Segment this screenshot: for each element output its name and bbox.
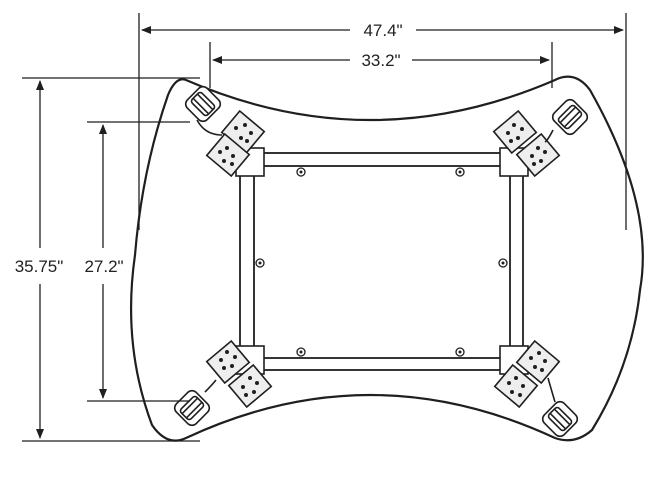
caster-icon <box>551 98 589 136</box>
overall-width-label: 47.4" <box>363 21 402 40</box>
overall-depth-label: 35.75" <box>15 257 64 276</box>
corner-assembly-top-right <box>492 98 589 178</box>
caster-icon <box>184 85 222 123</box>
corner-assembly-top-left <box>184 85 266 178</box>
mounting-plate-icon <box>205 109 266 178</box>
frame-depth-label: 27.2" <box>84 257 123 276</box>
mounting-plate-icon <box>492 109 561 178</box>
caster-icon <box>541 400 579 438</box>
dimension-lines <box>22 13 627 442</box>
corner-assembly-bottom-right <box>493 339 579 438</box>
frame <box>239 152 524 371</box>
caster-icon <box>173 389 211 427</box>
corner-assembly-bottom-left <box>173 339 273 427</box>
mounting-plate-icon <box>493 339 561 409</box>
frame-width-label: 33.2" <box>361 51 400 70</box>
mounting-plate-icon <box>205 339 273 409</box>
